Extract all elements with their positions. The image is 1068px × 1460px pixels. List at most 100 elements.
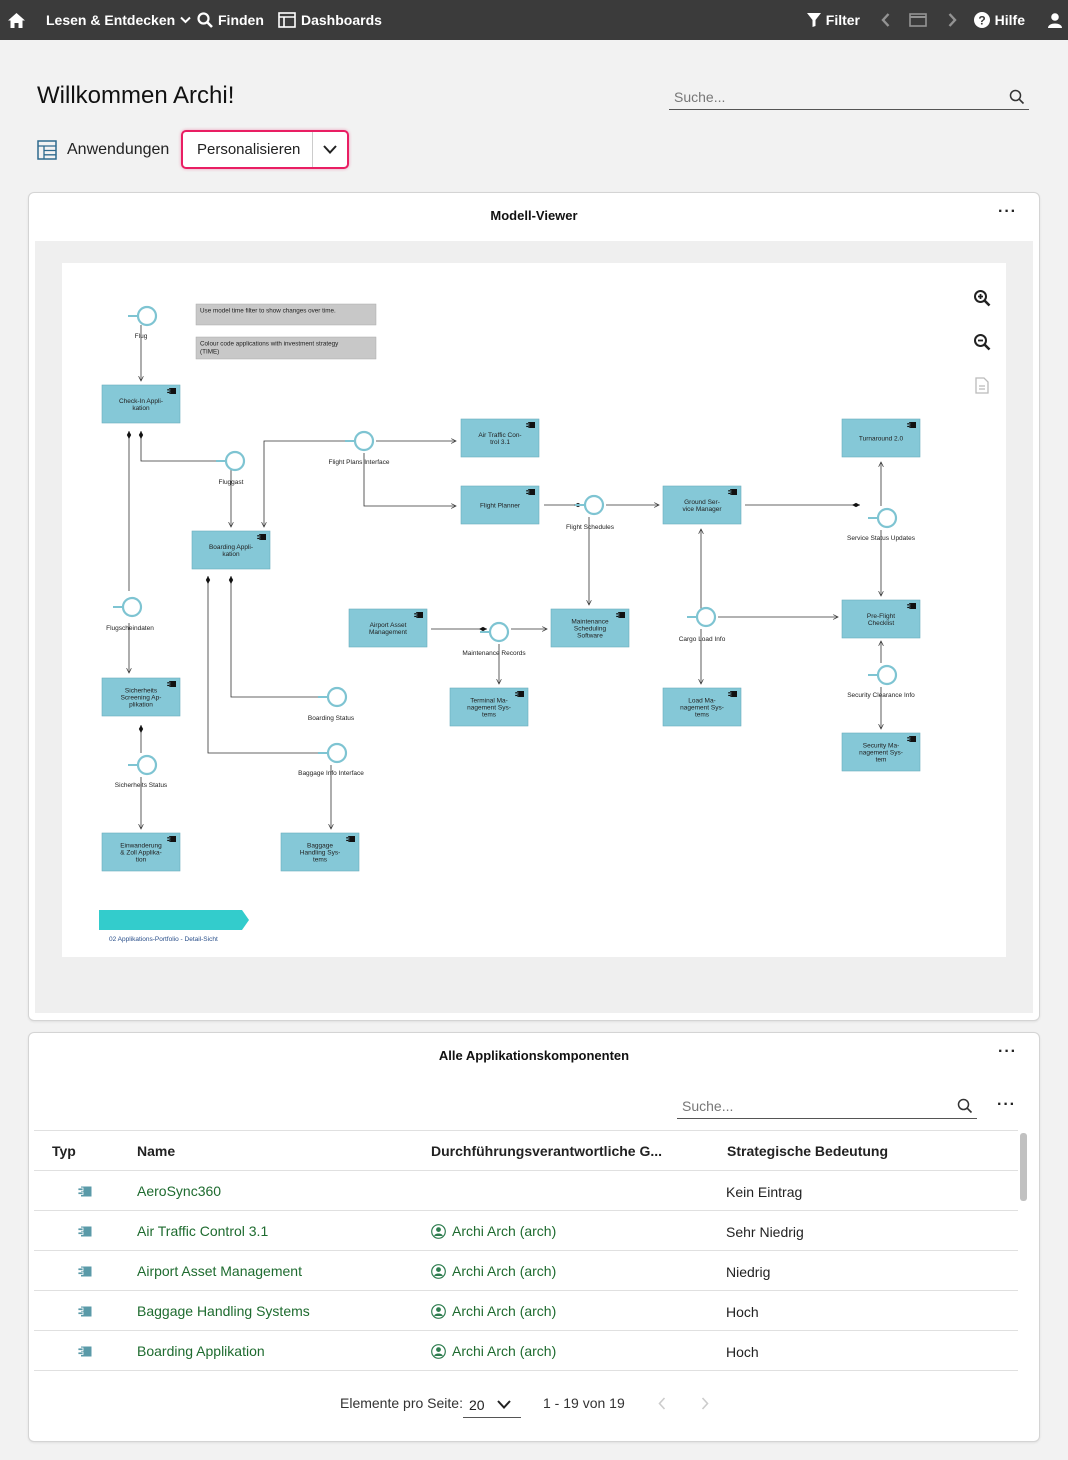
component-name-link[interactable]: Boarding Applikation (137, 1343, 265, 1359)
table-row[interactable]: AeroSync360 Kein Eintrag (34, 1171, 1018, 1211)
column-header-type[interactable]: Typ (52, 1143, 76, 1159)
component-icon-tab (525, 492, 530, 495)
personalize-dropdown[interactable]: Personalisieren (181, 130, 349, 169)
home-button[interactable] (8, 12, 25, 28)
help-button[interactable]: ? Hilfe (973, 12, 1025, 28)
component-name-link[interactable]: Baggage Handling Systems (137, 1303, 310, 1319)
component-icon (169, 681, 176, 687)
zoom-in-button[interactable] (973, 289, 991, 312)
component-icon-tab (525, 425, 530, 428)
global-search-input[interactable] (669, 87, 1009, 106)
note-text: Colour code applications with investment… (200, 341, 339, 356)
component-box (101, 384, 181, 424)
column-header-name[interactable]: Name (137, 1143, 176, 1159)
personalize-label: Personalisieren (197, 141, 301, 158)
model-viewer-menu-button[interactable]: ··· (998, 203, 1017, 220)
component-icon-tab (413, 615, 418, 618)
owner-link[interactable]: Archi Arch (arch) (431, 1343, 556, 1359)
importance-value: Hoch (726, 1344, 759, 1360)
previous-page-button[interactable] (658, 1397, 666, 1415)
column-header-owner[interactable]: Durchführungsverantwortliche G... (431, 1143, 663, 1159)
user-button[interactable] (1048, 12, 1062, 28)
per-page-value: 20 (469, 1396, 485, 1413)
chevron-left-icon (881, 13, 890, 27)
application-component-icon (77, 1264, 92, 1282)
interface-label: Flugscheindaten (106, 625, 154, 632)
history-back-button[interactable] (881, 13, 890, 27)
per-page-select[interactable]: 20 (463, 1392, 521, 1418)
row-divider (34, 1330, 1018, 1331)
interface-icon (326, 742, 348, 764)
component-icon (528, 489, 535, 495)
export-button[interactable] (975, 377, 989, 399)
owner-link[interactable]: Archi Arch (arch) (431, 1303, 556, 1319)
search-icon[interactable] (957, 1098, 973, 1114)
component-icon (618, 612, 625, 618)
chevron-right-icon (948, 13, 957, 27)
owner-name: Archi Arch (arch) (452, 1263, 557, 1279)
personalize-toggle[interactable] (312, 132, 347, 167)
window-button[interactable] (909, 13, 927, 27)
component-icon (730, 489, 737, 495)
home-icon (8, 12, 25, 28)
dashboards-button[interactable]: Dashboards (278, 12, 382, 28)
component-name-link[interactable]: AeroSync360 (137, 1183, 222, 1199)
chevron-down-icon (180, 16, 191, 24)
components-menu-button[interactable]: ··· (998, 1043, 1017, 1060)
component-name-link[interactable]: Airport Asset Management (137, 1263, 302, 1279)
component-icon (909, 736, 916, 742)
interface-label: Service Status Updates (847, 535, 916, 542)
component-box (280, 832, 360, 872)
table-row[interactable]: Baggage Handling Systems Archi Arch (arch… (34, 1291, 1018, 1331)
interface-label: Fluggast (219, 479, 244, 486)
find-button[interactable]: Finden (197, 12, 264, 28)
component-name-link[interactable]: Air Traffic Control 3.1 (137, 1223, 269, 1239)
zoom-in-icon (974, 290, 991, 307)
owner-link[interactable]: Archi Arch (arch) (431, 1223, 556, 1239)
next-page-button[interactable] (701, 1397, 709, 1415)
svg-text:?: ? (978, 14, 985, 28)
owner-link[interactable]: Archi Arch (arch) (431, 1263, 556, 1279)
interface-icon (876, 507, 898, 529)
component-icon-tab (166, 684, 171, 687)
component-box (460, 418, 540, 458)
filter-button[interactable]: Filter (806, 12, 860, 28)
table-row[interactable]: Boarding Applikation Archi Arch (arch) Hoc… (34, 1331, 1018, 1371)
applications-label: Anwendungen (67, 141, 170, 158)
table-scrollbar[interactable] (1020, 1133, 1027, 1201)
zoom-out-button[interactable] (973, 333, 991, 356)
chevron-down-icon (323, 145, 337, 154)
column-header-importance[interactable]: Strategische Bedeutung (727, 1143, 889, 1159)
history-forward-button[interactable] (948, 13, 957, 27)
window-icon (909, 13, 927, 27)
table-header-divider (34, 1170, 1018, 1171)
table-search-input[interactable] (677, 1096, 957, 1115)
table-row[interactable]: Airport Asset Management Archi Arch (arch… (34, 1251, 1018, 1291)
component-icon-tab (413, 612, 418, 615)
component-label: Load Ma-nagement Sys-tems (680, 698, 724, 719)
filter-label: Filter (825, 12, 860, 28)
diagram-connector (205, 576, 325, 754)
component-icon (528, 422, 535, 428)
interface-label: Boarding Status (308, 715, 355, 722)
table-row[interactable]: Air Traffic Control 3.1 Archi Arch (arch)… (34, 1211, 1018, 1251)
component-icon-tab (906, 739, 911, 742)
interface-icon (583, 494, 605, 516)
component-icon-tab (345, 836, 350, 839)
search-icon[interactable] (1009, 89, 1025, 105)
component-box (449, 687, 529, 727)
application-component-icon (77, 1184, 92, 1202)
chevron-left-icon (658, 1397, 666, 1410)
view-reference-banner (99, 910, 249, 930)
explore-menu[interactable]: Lesen & Entdecken (46, 12, 191, 28)
table-options-button[interactable]: ··· (997, 1096, 1016, 1113)
importance-value: Kein Eintrag (726, 1184, 803, 1200)
diagram-connector (138, 431, 223, 462)
dashboard-icon (278, 12, 296, 28)
component-icon-tab (727, 691, 732, 694)
